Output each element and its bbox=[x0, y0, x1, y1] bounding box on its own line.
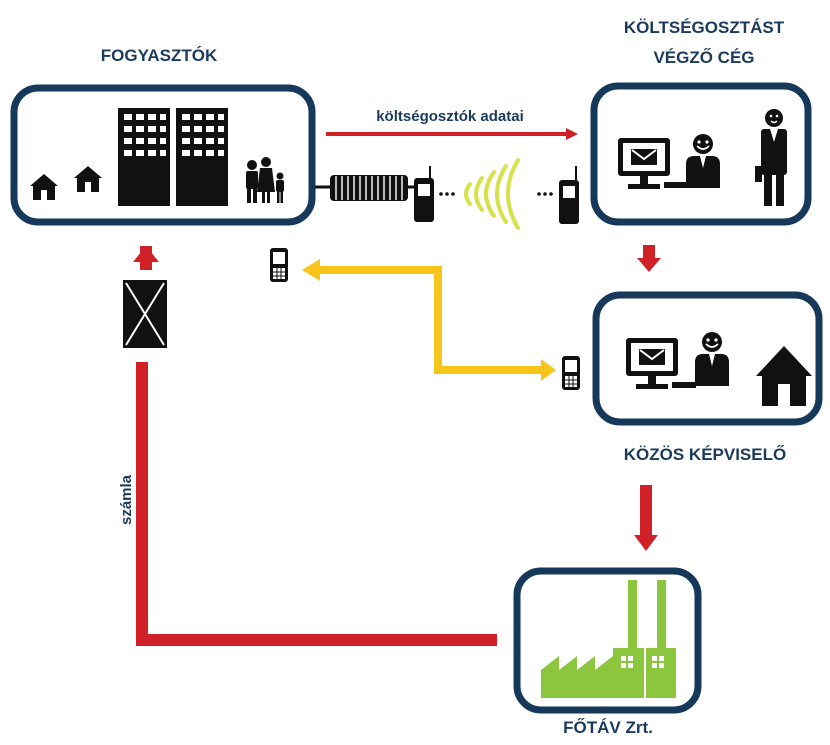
sms-notification-arrow bbox=[302, 259, 556, 381]
invoice-arrow bbox=[133, 246, 497, 646]
radio-receiver-icon bbox=[559, 166, 579, 224]
family-icon bbox=[246, 157, 284, 203]
businessman-icon bbox=[755, 109, 787, 206]
representative-to-heating-arrow bbox=[634, 485, 658, 551]
heat-cost-allocator-icon bbox=[314, 175, 414, 201]
rep-house-icon bbox=[756, 346, 812, 406]
consumers-label: FOGYASZTÓK bbox=[100, 46, 218, 65]
data-flow-arrow bbox=[326, 128, 578, 140]
radio-transmitter-icon bbox=[414, 166, 434, 222]
wireless-signal-icon bbox=[439, 158, 553, 230]
company-to-representative-arrow bbox=[637, 245, 661, 272]
representative-label: KÖZÖS KÉPVISELŐ bbox=[623, 445, 787, 464]
consumer-phone-icon bbox=[269, 247, 289, 283]
building-icon bbox=[118, 108, 228, 206]
invoice-envelope-icon bbox=[123, 280, 167, 348]
data-flow-label: költségosztók adatai bbox=[376, 108, 524, 125]
billing-company-label-line1: KÖLTSÉGOSZTÁST bbox=[623, 18, 785, 37]
representative-phone-icon bbox=[561, 355, 581, 391]
district-heating-label: FŐTÁV Zrt. bbox=[563, 718, 653, 737]
factory-icon bbox=[541, 580, 676, 698]
invoice-label: számla bbox=[118, 474, 135, 525]
billing-company-label-line2: VÉGZŐ CÉG bbox=[653, 48, 755, 67]
